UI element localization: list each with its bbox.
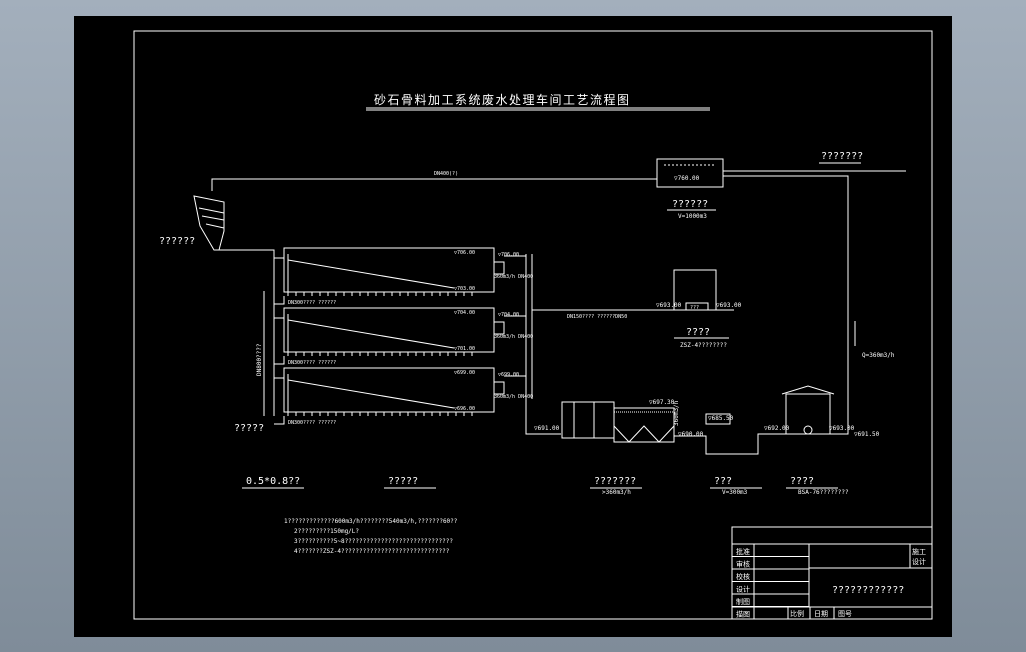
legend-item-3: ??????? >360m3/h bbox=[590, 476, 642, 496]
pump-house bbox=[785, 393, 831, 435]
tank-top-label: ?????? bbox=[672, 199, 708, 210]
tank-top-sub: V=1000m3 bbox=[678, 213, 707, 220]
clear-water-tank bbox=[656, 158, 724, 188]
legend-sub: BSA-76???????? bbox=[798, 489, 849, 496]
tb-row-label-3: 校核 bbox=[736, 572, 750, 581]
return-pipe bbox=[211, 178, 657, 191]
drawing-title: 砂石骨料加工系统废水处理车间工艺流程图 bbox=[374, 92, 631, 107]
tb-row-label-1: 批准 bbox=[736, 547, 750, 556]
elev-b3: ▽690.00 bbox=[678, 431, 704, 438]
tb-row-label-6: 描图 bbox=[736, 610, 750, 619]
tb-row-label-2: 审核 bbox=[736, 560, 750, 569]
notes-block: 1?????????????600m3/h????????540m3/h,???… bbox=[284, 518, 458, 555]
classifier-elev-c: ▽696.00 bbox=[454, 406, 475, 412]
thickener bbox=[613, 407, 675, 443]
legend-item-5: ???? BSA-76???????? bbox=[786, 476, 849, 496]
tb-row-label-4: 设计 bbox=[736, 585, 750, 594]
mid-pipe-label: DN150???? ??????DN50 bbox=[567, 314, 627, 320]
tb-bottom-3: 图号 bbox=[838, 610, 852, 618]
tb-bottom-1: 比例 bbox=[790, 609, 804, 618]
mid-tank-sub: ZSZ-4???????? bbox=[680, 342, 727, 349]
classifier-elev-c: ▽701.00 bbox=[454, 346, 475, 352]
legend-name: ??? bbox=[714, 476, 732, 487]
mid-tank-label: ???? bbox=[686, 327, 710, 338]
classifier-pipe: DN300???? ?????? bbox=[288, 300, 336, 306]
classifier-pipe: DN300???? ?????? bbox=[288, 420, 336, 426]
flow-diagram: 砂石骨料加工系统废水处理车间工艺流程图 DN400(?) ▽760.00 ???… bbox=[133, 30, 933, 620]
tb-drawing-name: ???????????? bbox=[832, 585, 904, 596]
classifier-elev-a: ▽699.00 bbox=[454, 370, 475, 376]
mid-tank-elev1: ▽693.00 bbox=[656, 302, 682, 309]
flow-b: 360m3/h bbox=[673, 400, 680, 426]
top-right-label: ??????? bbox=[821, 151, 863, 162]
classifier-elev-b: ▽704.00 bbox=[498, 312, 519, 318]
classifier-elev-b: ▽699.00 bbox=[498, 372, 519, 378]
elev-pump: ▽693.00 bbox=[829, 425, 855, 432]
mid-tank-elev2: ▽693.00 bbox=[716, 302, 742, 309]
elev-b2: ▽685.50 bbox=[708, 415, 734, 422]
classifier-3: ▽699.00 ▽699.00 ▽696.00 360m3/h DN400DN300?… bbox=[274, 367, 533, 426]
classifier-2: ▽704.00 ▽704.00 ▽701.00 360m3/h DN400DN300?… bbox=[274, 307, 533, 366]
classifier-flow: 360m3/h DN400 bbox=[494, 394, 533, 400]
classifier-elev-a: ▽706.00 bbox=[454, 250, 475, 256]
legend-sub: V=300m3 bbox=[722, 489, 748, 496]
elev-b1: ▽691.00 bbox=[534, 425, 560, 432]
collector-pipe bbox=[525, 254, 561, 435]
pipe-label-top: DN400(?) bbox=[434, 171, 458, 177]
hopper-label: ?????? bbox=[159, 236, 195, 247]
tank-top-elev: ▽760.00 bbox=[674, 175, 700, 182]
legend-row: 0.5*0.8?????????????? >360m3/h??? V=300m3?… bbox=[242, 476, 849, 496]
tb-right-2: 设计 bbox=[912, 557, 926, 566]
drawing-sheet: 砂石骨料加工系统废水处理车间工艺流程图 DN400(?) ▽760.00 ???… bbox=[74, 16, 952, 637]
legend-name: ???? bbox=[790, 476, 814, 487]
note-line-3: 3??????????5~8??????????????????????????… bbox=[294, 538, 453, 545]
note-line-2: 2?????????150mg/L? bbox=[294, 528, 359, 535]
inner-frame bbox=[133, 30, 933, 620]
classifier-flow: 360m3/h DN400 bbox=[494, 274, 533, 280]
left-bottom-label: ????? bbox=[234, 423, 264, 434]
tb-row-label-5: 制图 bbox=[736, 597, 750, 606]
legend-item-2: ????? bbox=[384, 476, 436, 489]
legend-sub: >360m3/h bbox=[602, 489, 631, 496]
note-line-4: 4???????ZSZ-4???????????????????????????… bbox=[294, 548, 450, 555]
note-line-1: 1?????????????600m3/h????????540m3/h,???… bbox=[284, 518, 458, 525]
classifier-elev-b: ▽706.00 bbox=[498, 252, 519, 258]
elev-right: ▽691.50 bbox=[854, 431, 880, 438]
legend-name: 0.5*0.8?? bbox=[246, 476, 300, 487]
classifier-elev-a: ▽704.00 bbox=[454, 310, 475, 316]
tb-right-1: 施工 bbox=[912, 547, 926, 556]
tb-bottom-2: 日期 bbox=[814, 610, 828, 618]
elev-b5: ▽697.30 bbox=[649, 399, 675, 406]
classifier-flow: 360m3/h DN400 bbox=[494, 334, 533, 340]
legend-name: ????? bbox=[388, 476, 418, 487]
elev-b4: ▽692.00 bbox=[764, 425, 790, 432]
classifier-1: ▽706.00 ▽706.00 ▽703.00 360m3/h DN400DN300?… bbox=[274, 247, 533, 306]
classifier-elev-c: ▽703.00 bbox=[454, 286, 475, 292]
classifier-pipe: DN300???? ?????? bbox=[288, 360, 336, 366]
riser-label: DN800???? bbox=[256, 343, 263, 376]
settling-unit bbox=[561, 401, 615, 439]
legend-item-4: ??? V=300m3 bbox=[710, 476, 762, 496]
legend-item-1: 0.5*0.8?? bbox=[242, 476, 304, 489]
mid-tank-in: ??? bbox=[690, 305, 699, 311]
flow-right-label: Q=360m3/h bbox=[862, 352, 895, 359]
hopper bbox=[193, 195, 225, 251]
legend-name: ??????? bbox=[594, 476, 636, 487]
